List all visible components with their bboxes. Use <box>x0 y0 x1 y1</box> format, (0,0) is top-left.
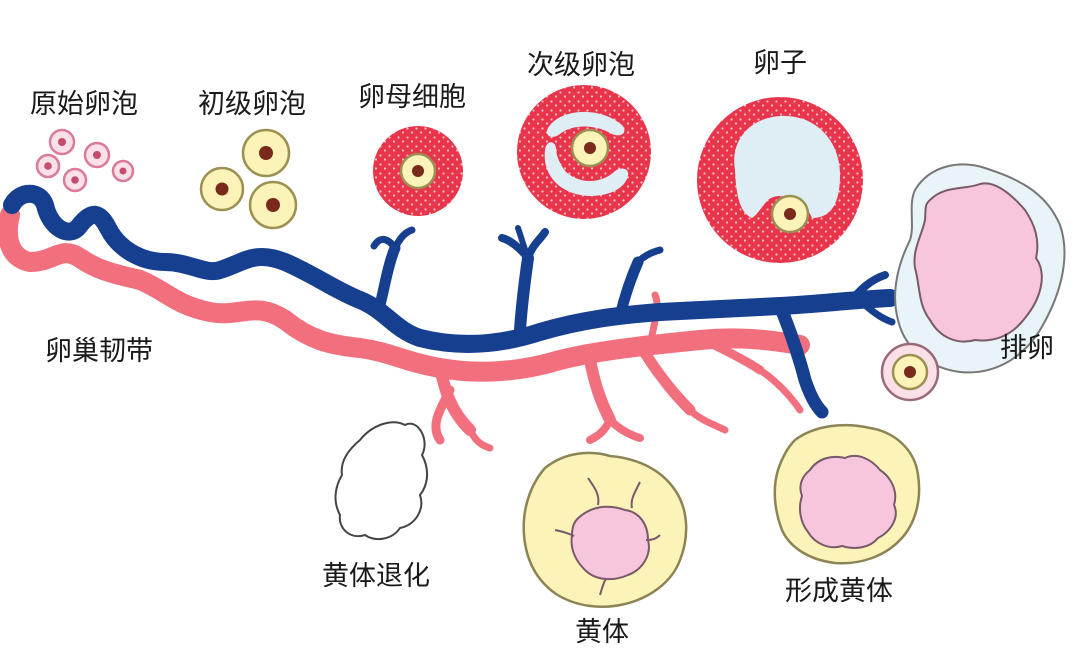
corpus-luteum-regression <box>334 421 428 541</box>
label-ovulation: 排卵 <box>1000 333 1054 364</box>
labels: 原始卵泡 初级卵泡 卵母细胞 次级卵泡 卵子 排卵 卵巢韧带 黄体退化 黄体 形… <box>30 48 1054 648</box>
ovum-follicle <box>697 97 863 263</box>
vein <box>3 184 899 419</box>
corpus-luteum-forming <box>773 423 921 565</box>
artery <box>0 205 810 452</box>
primordial-follicle <box>83 141 111 169</box>
secondary-follicle <box>517 85 651 219</box>
label-primordial-follicle: 原始卵泡 <box>30 89 138 120</box>
blood-vessels <box>0 184 899 452</box>
oocyte-follicle <box>373 126 463 216</box>
label-corpus-luteum: 黄体 <box>575 617 629 648</box>
corpus-luteum <box>522 451 688 608</box>
label-ovum: 卵子 <box>753 48 807 79</box>
primordial-follicle <box>35 153 61 179</box>
ovulation <box>880 163 1066 402</box>
label-ovarian-ligament: 卵巢韧带 <box>45 336 153 367</box>
label-corpus-luteum-forming: 形成黄体 <box>785 576 893 607</box>
primary-follicles <box>199 128 298 230</box>
primordial-follicle <box>62 167 88 193</box>
primary-follicle <box>241 128 291 178</box>
primary-follicle <box>199 166 245 212</box>
label-primary-follicle: 初级卵泡 <box>198 89 306 120</box>
label-oocyte: 卵母细胞 <box>358 82 466 113</box>
label-corpus-luteum-regression: 黄体退化 <box>322 561 430 592</box>
primordial-follicle <box>111 159 135 183</box>
label-secondary-follicle: 次级卵泡 <box>527 50 635 81</box>
primordial-follicles <box>35 128 135 193</box>
primordial-follicle <box>48 128 76 156</box>
primary-follicle <box>248 180 298 230</box>
